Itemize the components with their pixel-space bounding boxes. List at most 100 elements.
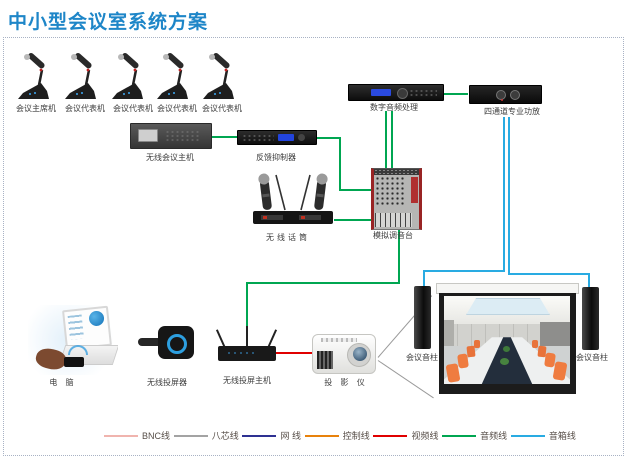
delegate-mic-label: 会议代表机 [202,104,242,113]
delegate-mic-icon [112,53,143,99]
photo-left-wall [444,320,454,360]
analog-mixer [371,168,422,230]
wireless-conference-host-label: 无线会议主机 [146,153,194,162]
device-display [138,129,158,142]
speaker-right-label: 会议音柱 [576,353,608,362]
device-display [278,134,294,141]
audio-line-segment [246,282,248,330]
projector-grille [317,351,333,369]
wireless-conference-host [130,123,212,149]
legend-swatch [373,434,408,437]
browser-logo-icon [88,310,105,327]
device-display [371,89,391,96]
projector [312,334,376,374]
analog-mixer-label: 模拟调音台 [373,231,413,240]
device-led [501,99,503,101]
legend-label: 音频线 [480,431,508,441]
mixer-knobs [375,176,405,206]
legend-label: 视频线 [411,431,439,441]
wireless-cast-host-label: 无线投屏主机 [223,376,271,385]
photo-chair [466,345,476,358]
device-knob [397,88,408,99]
speaker-line-segment [423,270,425,287]
legend-swatch [304,434,339,437]
legend: BNC线 八芯线 网 线 控制线 视频线 音频线 音箱线 [104,429,576,442]
wireless-handheld-mics-icon [253,173,333,224]
digital-audio-processor [348,84,444,101]
column-speaker-right [582,287,599,350]
video-line-segment [276,352,312,354]
device-knob [298,134,305,141]
audio-line-segment [339,137,341,191]
legend-swatch [104,434,138,437]
legend-swatch [242,434,277,437]
legend-swatch [173,434,208,437]
wireless-mic-label: 无线话筒 [266,233,310,242]
legend-swatch [442,434,477,437]
legend-label: BNC线 [142,431,171,441]
legend-label: 八芯线 [211,431,239,441]
audio-line-segment [210,136,237,138]
device-knob [510,90,520,100]
audio-line-segment [246,282,400,284]
dotted-border-frame [3,37,624,456]
legend-item-audio: 音频线 [442,429,507,442]
delegate-mic-label: 会议代表机 [113,104,153,113]
speaker-line-segment [508,117,510,275]
feedback-suppressor-label: 反馈抑制器 [256,153,296,162]
projector-label: 投 影 仪 [324,378,368,387]
usb-dongle [64,357,84,367]
photo-chair [457,353,469,369]
wireless-cast-dongle-label: 无线投屏器 [147,378,187,387]
photo-chair [474,340,480,348]
legend-label: 控制线 [342,431,370,441]
projector-vent [321,338,357,342]
legend-label: 网 线 [280,431,301,441]
legend-swatch [510,434,545,437]
device-buttons [409,89,437,97]
photo-plant [503,346,510,352]
legend-item-video: 视频线 [373,429,438,442]
chairman-mic-icon [18,53,49,99]
speaker-line-segment [588,273,590,288]
conference-room-photo [444,296,570,384]
mixer-jack-row [374,169,419,175]
speaker-line-segment [503,117,505,271]
feedback-suppressor [237,130,317,145]
computer-label: 电 脑 [49,378,77,387]
audio-line-segment [339,189,371,191]
page-title: 中小型会议室系统方案 [8,12,209,33]
legend-item-eight-core: 八芯线 [173,429,239,442]
speaker-left-label: 会议音柱 [406,353,438,362]
digital-audio-processor-label: 数字音频处理 [370,103,418,112]
column-speaker-left [414,286,431,349]
delegate-mic-label: 会议代表机 [65,104,105,113]
audio-line-segment [442,93,468,95]
delegate-mic-icon [157,53,188,99]
audio-line-segment [334,219,371,221]
laptop-screen [62,305,112,351]
photo-side-panel [540,322,570,348]
four-channel-amplifier [469,85,542,104]
audio-line-segment [385,111,387,169]
delegate-mic-icon [65,53,96,99]
audio-line-segment [398,228,400,284]
mixer-faders [375,213,412,227]
legend-item-speaker: 音箱线 [510,429,576,442]
router-antenna [246,326,248,346]
delegate-mic-icon [203,53,234,99]
cast-dongle-stem [138,338,162,346]
device-buttons [165,130,199,141]
chairman-mic-label: 会议主席机 [16,104,56,113]
photo-plant [500,358,509,365]
audio-line-segment [391,111,393,169]
four-channel-amplifier-label: 四通道专业功放 [484,107,540,116]
cast-dongle-ring [167,334,187,354]
device-buttons [242,134,274,141]
audio-line-segment [315,137,341,139]
speaker-line-segment [508,273,590,275]
projector-lens-icon [353,347,367,361]
legend-item-control: 控制线 [304,429,370,442]
computer-photo [28,305,118,375]
photo-ceiling-light [466,298,550,315]
